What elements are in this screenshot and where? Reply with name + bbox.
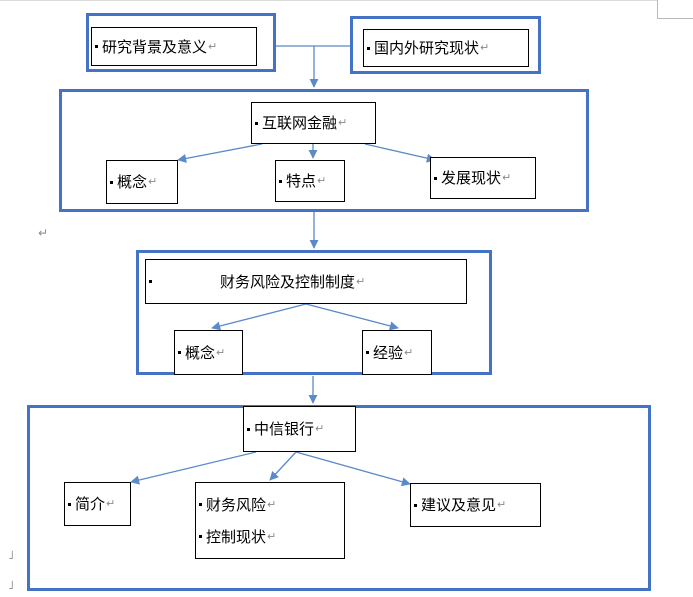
frame-internet-finance bbox=[59, 89, 589, 212]
node-line-1: 财务风险 ↵ bbox=[196, 489, 276, 521]
node-frc-experience[interactable]: 经验 ↵ bbox=[362, 330, 432, 375]
frame-financial-risk-control bbox=[136, 250, 492, 375]
return-mark-icon: ↵ bbox=[216, 345, 226, 359]
node-citic-suggestions[interactable]: 建议及意见 ↵ bbox=[410, 483, 541, 527]
frame-domestic-foreign-status bbox=[350, 16, 541, 74]
bullet-icon bbox=[199, 535, 202, 538]
node-frc-concept[interactable]: 概念 ↵ bbox=[174, 330, 243, 375]
bullet-icon bbox=[178, 351, 181, 354]
bullet-icon bbox=[434, 176, 437, 180]
return-mark-icon: ↵ bbox=[317, 174, 327, 187]
node-if-concept[interactable]: 概念 ↵ bbox=[106, 160, 178, 204]
node-if-development[interactable]: 发展现状 ↵ bbox=[430, 157, 536, 199]
node-if-features[interactable]: 特点 ↵ bbox=[275, 160, 345, 202]
bullet-icon bbox=[279, 179, 282, 183]
node-domestic-foreign-status[interactable]: 国内外研究现状 ↵ bbox=[363, 29, 529, 67]
bullet-icon bbox=[367, 46, 370, 50]
arrow-to-if-development bbox=[364, 143, 436, 163]
bullet-icon bbox=[414, 503, 417, 507]
node-citic-intro[interactable]: 简介 ↵ bbox=[64, 482, 131, 526]
bullet-icon bbox=[68, 502, 71, 506]
node-label: 概念 bbox=[117, 173, 148, 191]
node-label: 经验 bbox=[373, 343, 404, 362]
return-mark-icon: ↵ bbox=[148, 175, 158, 188]
frame-research-background bbox=[86, 13, 276, 72]
arrow-to-citic-intro bbox=[130, 451, 257, 485]
arrow-to-if-concept bbox=[177, 143, 263, 163]
arrow-to-frc-experience bbox=[305, 303, 399, 331]
page-corner-mark bbox=[657, 0, 658, 18]
bullet-icon bbox=[366, 351, 369, 354]
return-mark-icon: ↵ bbox=[338, 116, 348, 129]
return-mark-icon: ↵ bbox=[267, 497, 277, 511]
arrow-to-frc-concept bbox=[211, 303, 307, 331]
node-label: 研究背景及意义 bbox=[102, 37, 208, 56]
node-label: 财务风险及控制制度 bbox=[220, 272, 356, 291]
page-mark-icon: ˩ bbox=[8, 548, 14, 562]
return-mark-icon: ↵ bbox=[404, 345, 414, 359]
return-mark-icon: ↵ bbox=[497, 498, 507, 511]
page-mark-icon: ˩ bbox=[8, 578, 14, 592]
node-label: 简介 bbox=[75, 495, 106, 513]
bullet-icon bbox=[199, 503, 202, 506]
node-label: 国内外研究现状 bbox=[374, 39, 480, 57]
node-financial-risk-control[interactable]: 财务风险及控制制度 ↵ bbox=[145, 259, 467, 304]
return-mark-icon: ↵ bbox=[502, 171, 512, 184]
node-label: 中信银行 bbox=[254, 420, 315, 438]
return-mark-icon: ↵ bbox=[106, 497, 116, 510]
bullet-icon bbox=[255, 121, 258, 125]
page-top-rule bbox=[0, 0, 657, 1]
bullet-icon bbox=[247, 427, 250, 431]
return-mark-icon: ↵ bbox=[356, 274, 366, 288]
node-line-2: 控制现状 ↵ bbox=[196, 521, 276, 553]
node-research-background[interactable]: 研究背景及意义 ↵ bbox=[91, 27, 257, 66]
node-label: 概念 bbox=[185, 343, 216, 362]
bullet-icon bbox=[149, 280, 152, 283]
bullet-icon bbox=[110, 180, 113, 184]
return-mark-icon: ↵ bbox=[208, 39, 218, 53]
page-corner-mark-h bbox=[657, 18, 693, 19]
arrow-to-citic-risk bbox=[269, 451, 297, 481]
node-internet-finance[interactable]: 互联网金融 ↵ bbox=[251, 102, 376, 144]
node-citic-bank[interactable]: 中信银行 ↵ bbox=[243, 406, 356, 452]
node-citic-risk-control[interactable]: 财务风险 ↵ 控制现状 ↵ bbox=[195, 482, 345, 559]
node-label: 互联网金融 bbox=[262, 114, 338, 132]
bullet-icon bbox=[95, 45, 98, 48]
node-label: 发展现状 bbox=[441, 169, 502, 187]
node-label: 建议及意见 bbox=[421, 496, 497, 514]
return-mark-icon: ↵ bbox=[480, 41, 490, 54]
arrow-to-citic-suggestions bbox=[295, 451, 411, 487]
return-mark-icon: ↵ bbox=[38, 226, 49, 240]
node-label: 财务风险 bbox=[206, 495, 267, 514]
return-mark-icon: ↵ bbox=[315, 422, 325, 435]
node-label: 特点 bbox=[286, 172, 317, 190]
return-mark-icon: ↵ bbox=[267, 529, 277, 543]
node-label: 控制现状 bbox=[206, 527, 267, 546]
